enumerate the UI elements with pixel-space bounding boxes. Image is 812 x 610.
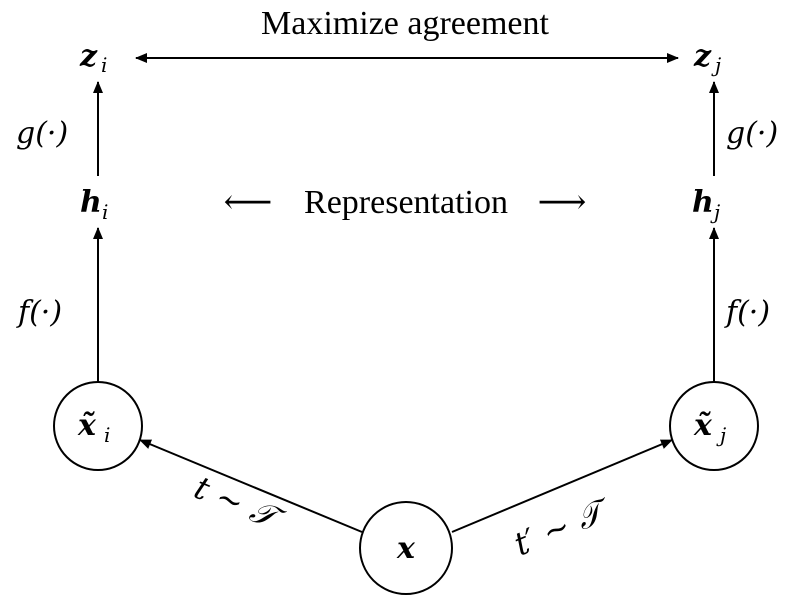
svg-text:j: j — [711, 53, 721, 77]
svg-text:j: j — [710, 200, 720, 224]
node-xt-j-circle — [669, 381, 759, 471]
arrow-x-to-xt-i — [139, 439, 363, 533]
node-z-j: z j — [693, 39, 721, 77]
node-x-circle — [359, 501, 453, 595]
svg-text:i: i — [101, 53, 107, 77]
svg-text:h: h — [80, 185, 102, 220]
transform-left-label: t ∼ 𝒯 — [189, 468, 290, 539]
node-xt-j: x̃ j — [693, 408, 726, 447]
svg-text:z: z — [79, 39, 98, 74]
g-left-label: g(·) — [16, 116, 68, 151]
svg-text:i: i — [102, 200, 108, 224]
top-label: Maximize agreement — [261, 5, 549, 42]
f-left-label: f(·) — [16, 295, 62, 330]
representation-left-arrow: ⟵ — [224, 184, 273, 221]
node-h-i: h i — [80, 185, 108, 224]
representation-label: Representation — [304, 184, 508, 221]
svg-text:x̃: x̃ — [693, 408, 713, 443]
svg-text:x̃: x̃ — [77, 408, 97, 443]
svg-text:j: j — [716, 423, 726, 447]
node-xt-i-circle — [53, 381, 143, 471]
g-right-label: g(·) — [726, 116, 778, 151]
node-x: x — [396, 531, 416, 566]
node-h-j: h j — [692, 185, 720, 224]
node-xt-i: x̃ i — [77, 408, 110, 447]
representation-right-arrow: ⟶ — [538, 184, 587, 221]
svg-text:i: i — [104, 423, 110, 447]
svg-text:h: h — [692, 185, 714, 220]
node-z-i: z i — [79, 39, 107, 77]
svg-text:z: z — [693, 39, 712, 74]
arrow-x-to-xt-j — [451, 439, 673, 533]
f-right-label: f(·) — [724, 295, 770, 330]
